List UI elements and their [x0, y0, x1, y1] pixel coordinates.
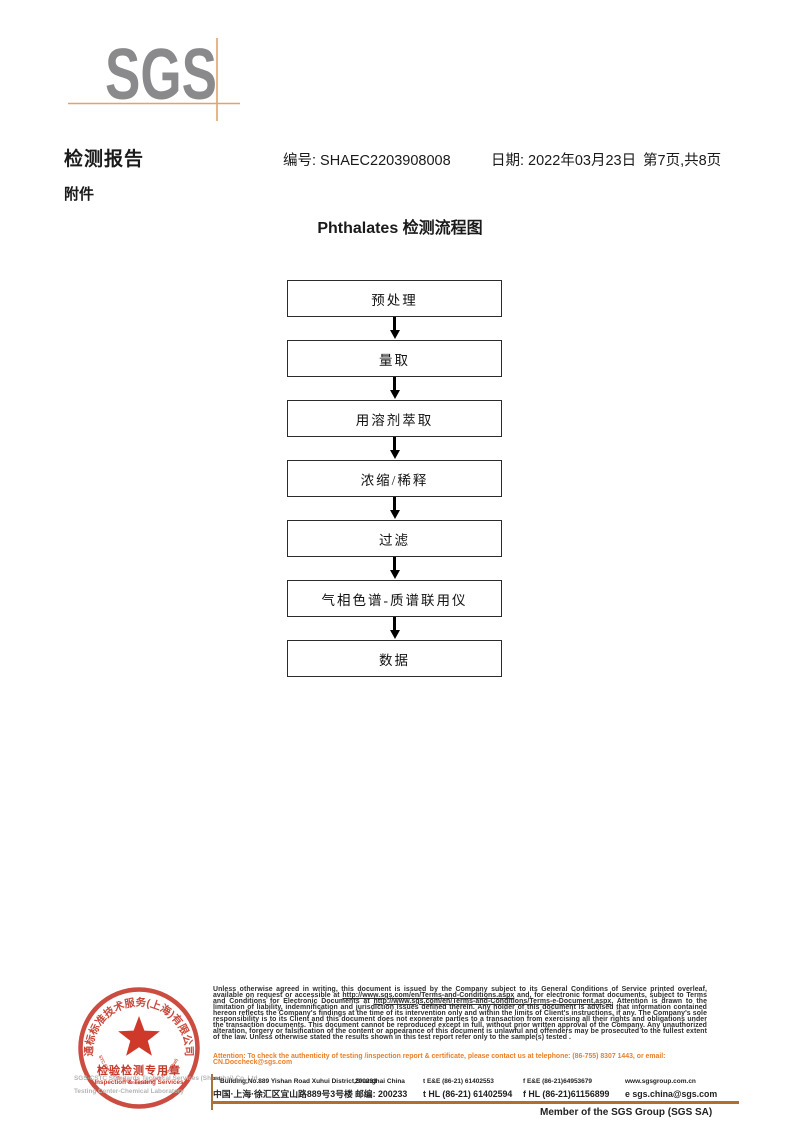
postal-code: 200233 [355, 1078, 377, 1086]
flow-step-label: 气相色谱-质谱联用仪 [321, 592, 468, 608]
disclaimer-segment: and, for electronic format documents, su… [213, 991, 708, 1005]
disclaimer-segment: . Attention is drawn to the limitation o… [213, 997, 707, 1041]
flow-step-concentrate-dilute: 浓缩/稀释 [287, 460, 502, 497]
lab-company-name: SGS-CSTC Standards Technical Services (S… [74, 1072, 259, 1098]
flow-arrow-down-icon [389, 617, 400, 640]
star-icon [118, 1016, 160, 1056]
flowchart-title: Phthalates 检测流程图 [317, 220, 483, 237]
sgs-logo: SGS [68, 35, 240, 121]
disclaimer-text: Unless otherwise agreed in writing, this… [213, 986, 708, 1041]
flow-step-gcms: 气相色谱-质谱联用仪 [287, 580, 502, 617]
flow-step-measure: 量取 [287, 340, 502, 377]
flow-arrow-down-icon [389, 377, 400, 400]
flow-step-data: 数据 [287, 640, 502, 677]
flow-step-label: 用溶剂萃取 [355, 412, 434, 428]
footer-rule-line [213, 1101, 739, 1104]
flow-step-filter: 过滤 [287, 520, 502, 557]
disclaimer-segment: Unless otherwise agreed in writing, this… [213, 986, 707, 999]
flowchart: 预处理 量取 用溶剂萃取 浓缩/稀释 过滤 气相色谱-质谱联用仪 数据 [287, 280, 502, 677]
sgs-member-line: Member of the SGS Group (SGS SA) [540, 1107, 713, 1118]
address-cn: 中国·上海·徐汇区宜山路889号3号楼 [213, 1089, 353, 1099]
address-en-text: Building,No.889 Yishan Road Xuhui Distri… [220, 1078, 405, 1086]
flow-step-label: 量取 [379, 352, 410, 368]
report-number: 编号: SHAEC2203908008 [283, 153, 451, 169]
stamp-line1: 检验检测专用章 [97, 1063, 181, 1077]
lab-company-line2: Testing Center-Chemical Laboratory [74, 1088, 184, 1095]
terms-link[interactable]: http://www.sgs.com/en/Terms-and-Conditio… [342, 991, 515, 999]
flow-step-label: 浓缩/稀释 [360, 472, 429, 488]
inspection-stamp: 通标标准技术服务(上海)有限公司 检验检测专用章 Inspection & Te… [72, 981, 200, 1109]
fax-hl: f HL (86-21)61156899 [523, 1089, 610, 1099]
flow-step-label: 数据 [379, 652, 410, 668]
flow-arrow-down-icon [389, 497, 400, 520]
address-row-en: 3rdBuilding,No.889 Yishan Road Xuhui Dis… [213, 1076, 753, 1085]
website[interactable]: www.sgsgroup.com.cn [625, 1078, 696, 1086]
fax-ee: f E&E (86-21)64953679 [523, 1078, 593, 1086]
attention-notice: Attention: To check the authenticity of … [213, 1053, 666, 1067]
flow-step-solvent-extraction: 用溶剂萃取 [287, 400, 502, 437]
flow-arrow-down-icon [389, 557, 400, 580]
flow-step-label: 预处理 [371, 292, 418, 308]
flow-step-pretreatment: 预处理 [287, 280, 502, 317]
tel-hl: t HL (86-21) 61402594 [423, 1089, 513, 1099]
address-row-cn: 中国·上海·徐汇区宜山路889号3号楼 邮编: 200233 t HL (86-… [213, 1087, 753, 1100]
address-sup: 3rd [213, 1076, 221, 1081]
logo-text: SGS [105, 35, 217, 115]
attachment-label: 附件 [64, 186, 95, 203]
postal-label-cn: 邮编: 200233 [355, 1089, 408, 1099]
flow-arrow-down-icon [389, 317, 400, 340]
report-title: 检测报告 [64, 149, 145, 170]
lab-company-line1: SGS-CSTC Standards Technical Services (S… [74, 1075, 260, 1082]
stamp-line2: Inspection & Testing Services [94, 1079, 184, 1086]
terms-link[interactable]: http://www.sgs.com/en/Terms-and-Conditio… [373, 997, 612, 1005]
report-date: 日期: 2022年03月23日 [491, 153, 637, 169]
address-en: 3rdBuilding,No.889 Yishan Road Xuhui Dis… [213, 1076, 405, 1085]
flow-step-label: 过滤 [379, 532, 410, 548]
stamp-ring [78, 987, 200, 1109]
page-indicator: 第7页,共8页 [643, 153, 722, 169]
tel-ee: t E&E (86-21) 61402553 [423, 1078, 494, 1086]
address-divider-line [211, 1074, 213, 1110]
flow-arrow-down-icon [389, 437, 400, 460]
email[interactable]: e sgs.china@sgs.com [625, 1089, 718, 1099]
